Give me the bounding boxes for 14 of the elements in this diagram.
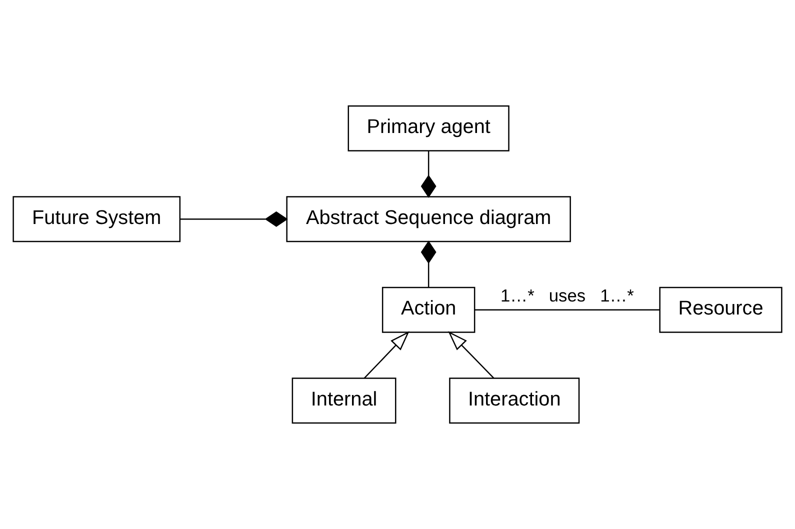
connector	[420, 240, 436, 288]
arrow	[364, 331, 410, 379]
node-box: Internal	[292, 378, 396, 424]
connector	[180, 211, 288, 227]
connector	[474, 309, 660, 310]
node-box: Resource	[659, 286, 782, 333]
node-box: Future System	[12, 196, 181, 242]
connector	[420, 150, 436, 198]
edge-label: 1…* uses 1…*	[500, 285, 634, 306]
node-box: Interaction	[449, 378, 580, 424]
node-box: Primary agent	[348, 105, 510, 152]
node-box: Action	[382, 286, 476, 333]
arrow	[448, 331, 494, 379]
node-box: Abstract Sequence diagram	[286, 196, 571, 242]
